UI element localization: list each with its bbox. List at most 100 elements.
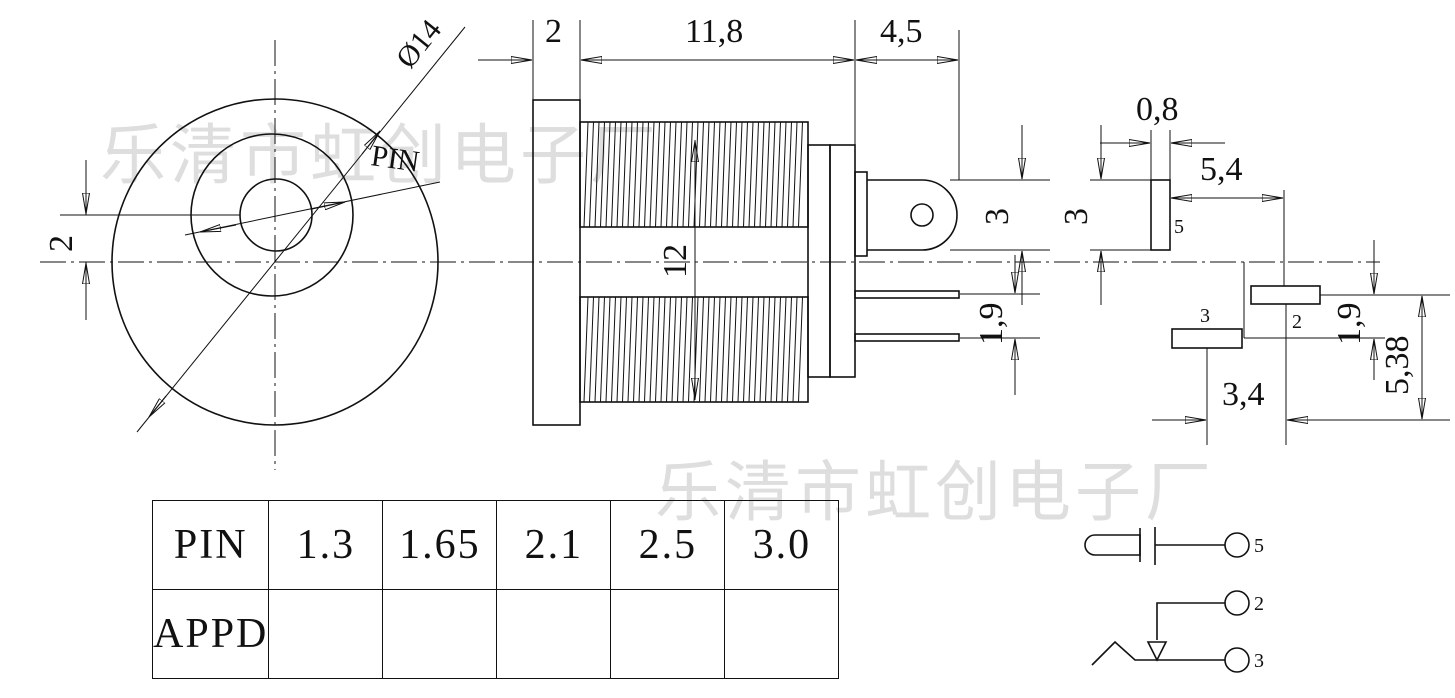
table-cell [382, 589, 498, 679]
thread-line [633, 121, 638, 228]
thread-line [721, 121, 726, 228]
outer-circle [111, 98, 439, 426]
thread-line [787, 296, 792, 403]
thread-line [715, 121, 721, 228]
table-cell [496, 589, 612, 679]
dim-total-height: 5,38 [1379, 336, 1416, 396]
table-cell: 2.5 [610, 500, 726, 590]
watermark-top: 乐清市虹创电子厂 [100, 117, 660, 194]
thread-line [710, 121, 715, 228]
thread-line [622, 121, 627, 228]
thread-line [743, 296, 748, 403]
pin-size-table: PIN 1.3 1.65 2.1 2.5 3.0 APPD [151, 500, 840, 679]
thread-line [759, 121, 765, 228]
pin-3-pad [1171, 328, 1243, 349]
diameter-label: Ø14 [390, 13, 448, 74]
thread-line [781, 121, 787, 228]
thread-line [638, 121, 644, 228]
terminal-5-circle [1224, 532, 1250, 558]
thread-line [666, 296, 671, 403]
thread-line [798, 296, 803, 403]
offset-dim-label: 2 [43, 235, 80, 252]
thread-line [660, 296, 666, 403]
dim-terminal-height: 3 [979, 208, 1016, 225]
dim-pin-height: 3 [1058, 208, 1095, 225]
flange [532, 99, 581, 426]
table-cell: 2.1 [496, 500, 612, 590]
thread-line [655, 121, 660, 228]
thread-line [616, 121, 622, 228]
thread-line [732, 296, 737, 403]
thread-line [798, 121, 803, 228]
dim-pin-pitch: 1,9 [973, 303, 1010, 346]
thread-line [627, 121, 633, 228]
thread-line [671, 296, 677, 403]
dim-terminal-length: 4,5 [880, 13, 923, 50]
table-cell [268, 589, 384, 679]
thread-line [770, 121, 776, 228]
terminal-2-circle [1224, 590, 1250, 616]
table-header-row: PIN 1.3 1.65 2.1 2.5 3.0 [151, 500, 840, 590]
thread-lower [579, 296, 809, 403]
thread-line [704, 121, 710, 228]
table-cell: 1.3 [268, 500, 384, 590]
pin-5-label: 5 [1174, 216, 1184, 238]
thread-line [748, 121, 754, 228]
thread-line [649, 296, 655, 403]
thread-line [748, 296, 754, 403]
terminal-hole [910, 203, 934, 227]
schematic-pin-3: 3 [1254, 650, 1264, 672]
thread-line [792, 121, 798, 228]
terminal-3-circle [1224, 647, 1250, 673]
pin-2-pad [1250, 285, 1321, 305]
thread-line [737, 121, 743, 228]
thread-line [605, 296, 611, 403]
table-cell: 1.65 [382, 500, 498, 590]
diameter-leader [136, 26, 466, 433]
pin-label: PIN [369, 139, 421, 178]
thread-line [589, 121, 594, 228]
table-cell: PIN [151, 500, 270, 590]
thread-line [770, 296, 776, 403]
thread-line [743, 121, 748, 228]
thread-line [627, 296, 633, 403]
thread-line [622, 296, 627, 403]
rear-cap [829, 144, 856, 378]
thread-line [611, 121, 616, 228]
thread-line [616, 296, 622, 403]
thread-line [776, 296, 781, 403]
thread-line [726, 121, 732, 228]
thread-line [649, 121, 655, 228]
schematic-pin-5: 5 [1254, 535, 1264, 557]
thread-line [644, 296, 649, 403]
thread-line [583, 296, 589, 403]
table-row: APPD [151, 589, 840, 679]
thread-line [666, 121, 671, 228]
front-view: Ø14 PIN 2 [43, 13, 466, 470]
table-cell [724, 589, 840, 679]
thread-line [688, 121, 693, 228]
thread-line [754, 121, 759, 228]
side-pin-upper [854, 290, 960, 299]
side-view: 2 11,8 4,5 12 3 1,9 [478, 13, 1050, 426]
pin-5-pad [1150, 179, 1171, 251]
thread-line [726, 296, 732, 403]
thread-line [721, 296, 726, 403]
thread-line [677, 296, 682, 403]
thread-line [594, 296, 600, 403]
dim-horizontal-offset: 5,4 [1200, 151, 1243, 188]
thread-line [688, 296, 693, 403]
dim-pin-width: 0,8 [1136, 91, 1179, 128]
thread-line [677, 121, 682, 228]
terminal-tab [867, 179, 958, 251]
thread-line [732, 121, 737, 228]
thread-line [583, 121, 589, 228]
thread-line [787, 121, 792, 228]
thread-line [715, 296, 721, 403]
dim-pin2-offset: 1,9 [1331, 303, 1368, 346]
table-cell: APPD [151, 589, 270, 679]
thread-line [781, 296, 787, 403]
switch-arrow [1146, 641, 1168, 662]
thread-line [655, 296, 660, 403]
